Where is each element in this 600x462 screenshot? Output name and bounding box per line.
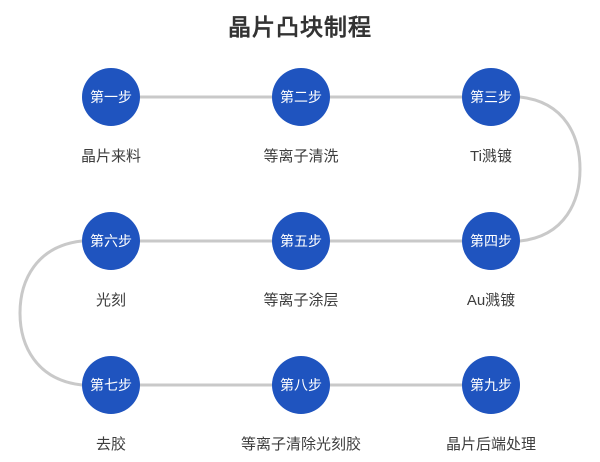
node-badge-step-6: 第六步	[90, 233, 132, 249]
node-badge-step-5: 第五步	[280, 233, 322, 249]
node-label-step-4: Au溅镀	[466, 292, 516, 309]
node-step-2[interactable]: 第二步	[272, 68, 330, 126]
node-badge-step-9: 第九步	[470, 377, 512, 393]
node-badge-step-3: 第三步	[470, 89, 512, 105]
node-step-5[interactable]: 第五步	[272, 212, 330, 270]
node-step-1[interactable]: 第一步	[82, 68, 140, 126]
connector-step6-step7	[18, 239, 84, 387]
node-step-7[interactable]: 第七步	[82, 356, 140, 414]
node-step-6[interactable]: 第六步	[82, 212, 140, 270]
page-title: 晶片凸块制程	[228, 14, 372, 40]
node-step-8[interactable]: 第八步	[272, 356, 330, 414]
node-label-step-5: 等离子涂层	[263, 292, 339, 309]
node-label-step-8: 等离子清除光刻胶	[240, 436, 361, 453]
node-label-step-9: 晶片后端处理	[445, 436, 536, 453]
node-step-4[interactable]: 第四步	[462, 212, 520, 270]
connector-step3-step4	[518, 95, 582, 243]
node-badge-step-4: 第四步	[470, 233, 512, 249]
node-label-step-6: 光刻	[95, 292, 126, 309]
node-badge-step-1: 第一步	[90, 89, 132, 105]
node-label-step-1: 晶片来料	[80, 148, 141, 165]
node-step-9[interactable]: 第九步	[462, 356, 520, 414]
node-label-step-3: Ti溅镀	[470, 148, 512, 165]
node-badge-step-7: 第七步	[90, 377, 132, 393]
node-badge-step-2: 第二步	[280, 89, 322, 105]
node-step-3[interactable]: 第三步	[462, 68, 520, 126]
node-label-step-7: 去胶	[95, 436, 126, 453]
node-label-step-2: 等离子清洗	[263, 148, 339, 165]
node-badge-step-8: 第八步	[280, 377, 322, 393]
